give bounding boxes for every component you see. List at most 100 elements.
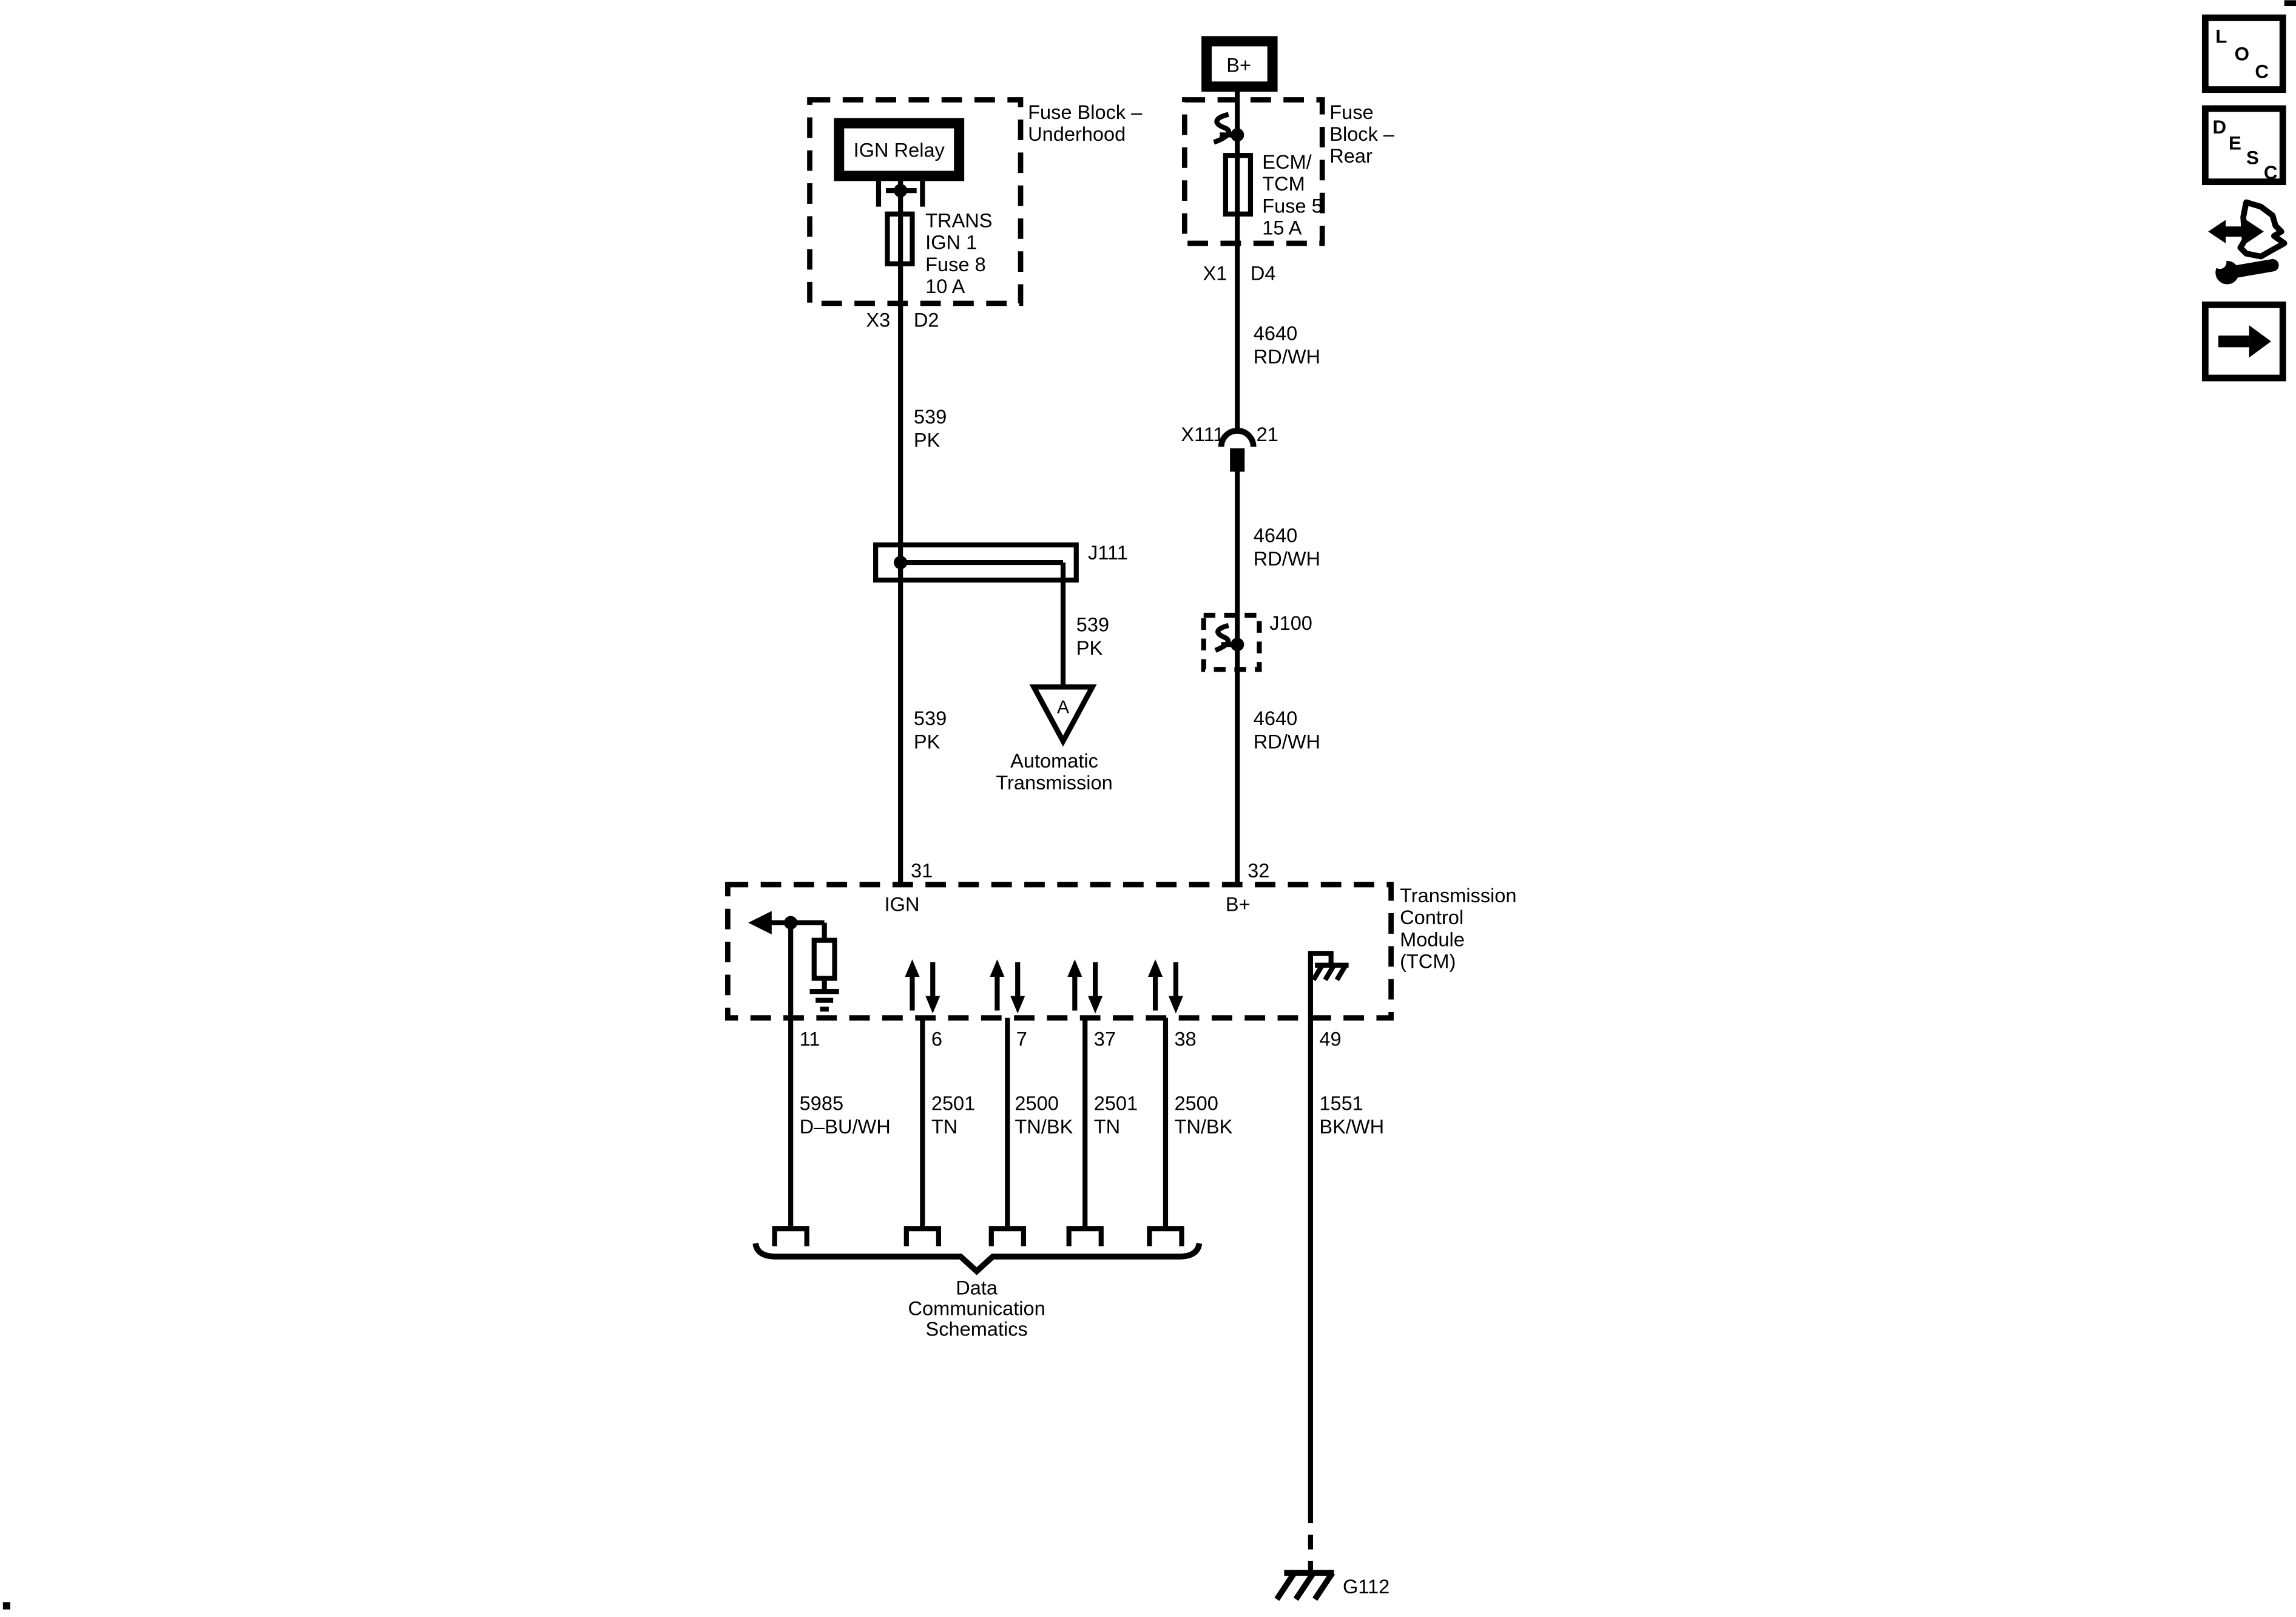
pin-label: 38 bbox=[1174, 1028, 1196, 1050]
fuse-block-rear: B+ Fuse Block – Rear ECM/ TCM Fuse 5 15 … bbox=[1181, 36, 1395, 885]
tcm-pin32-number: 32 bbox=[1248, 860, 1269, 882]
splice-j100-outline bbox=[1201, 612, 1262, 672]
offpage-automatic-transmission: A Automatic Transmission bbox=[996, 684, 1113, 794]
wire-539-branch-color: PK bbox=[1076, 637, 1103, 659]
tcm-title-1: Transmission bbox=[1400, 885, 1516, 906]
brace-note-2: Communication bbox=[908, 1297, 1045, 1319]
desc-letter: E bbox=[2229, 133, 2241, 154]
wire-label-circuit: 5985 bbox=[800, 1093, 843, 1115]
tcm-internal-data-arrows bbox=[905, 959, 1183, 1014]
internal-ground-symbol bbox=[809, 989, 839, 1012]
fuse-block-rear-label-2: Block – bbox=[1329, 123, 1395, 145]
wire-label-circuit: 1551 bbox=[1319, 1093, 1363, 1115]
splice-j111-outline bbox=[873, 542, 1079, 583]
wire-label-circuit: 2501 bbox=[931, 1093, 975, 1115]
battery-feed-box bbox=[1201, 36, 1278, 92]
wire-539-top-circuit: 539 bbox=[914, 406, 947, 428]
loc-letter: O bbox=[2235, 43, 2249, 64]
double-arrow-icon bbox=[2208, 220, 2264, 243]
fuse-block-clip-symbol bbox=[1213, 112, 1244, 145]
desc-icon[interactable] bbox=[2201, 105, 2286, 186]
pin-label: 37 bbox=[1094, 1028, 1116, 1050]
connector-x3-label: X3 bbox=[866, 309, 890, 331]
forward-arrow-icon bbox=[2218, 325, 2271, 358]
forward-button[interactable] bbox=[2201, 301, 2286, 382]
loc-button[interactable]: L O C bbox=[2201, 14, 2286, 93]
wire-label-color: TN bbox=[931, 1116, 957, 1138]
wire-539-bottom-circuit: 539 bbox=[914, 707, 947, 729]
wire-label-circuit: 2500 bbox=[1015, 1093, 1058, 1115]
fuse-trans-label-3: Fuse 8 bbox=[925, 254, 986, 275]
wire-4640-bottom-circuit: 4640 bbox=[1254, 707, 1297, 729]
brace-note-1: Data bbox=[956, 1277, 998, 1299]
fuse-trans-label-1: TRANS bbox=[925, 209, 992, 231]
tcm-bottom-wires: 11 6 7 37 38 49 5985 D–BU/WH 2501 TN 250… bbox=[752, 922, 1384, 1340]
sidebar-icons: L O C D E S C bbox=[2201, 14, 2288, 382]
fuse-block-rear-label-1: Fuse bbox=[1329, 101, 1373, 123]
wire-4640-top-circuit: 4640 bbox=[1254, 322, 1297, 344]
wire-label-color: D–BU/WH bbox=[800, 1116, 891, 1138]
fuse-trans-label-2: IGN 1 bbox=[925, 232, 977, 254]
tcm-pin31-number: 31 bbox=[911, 860, 933, 882]
tcm-title-3: Module bbox=[1400, 928, 1465, 950]
desc-letter: S bbox=[2246, 147, 2259, 169]
connector-x1-label: X1 bbox=[1203, 262, 1227, 284]
wire-label-circuit: 2500 bbox=[1174, 1093, 1218, 1115]
connector-d2-label: D2 bbox=[914, 309, 939, 331]
data-arrows-pin38 bbox=[1148, 959, 1183, 1014]
internal-arrow-left bbox=[748, 911, 772, 935]
fuse-ecm-label-2: TCM bbox=[1262, 173, 1305, 195]
wire-label-color: BK/WH bbox=[1319, 1116, 1384, 1138]
pin-label: 7 bbox=[1016, 1028, 1027, 1050]
desc-letter: D bbox=[2212, 116, 2226, 138]
loc-letter: C bbox=[2255, 61, 2269, 82]
offpage-triangle bbox=[1029, 684, 1097, 747]
page-corner-dot bbox=[2, 1602, 10, 1610]
loc-letter: L bbox=[2215, 25, 2227, 47]
relay-contact-symbol bbox=[876, 180, 925, 207]
fuse-block-rear-label-3: Rear bbox=[1329, 145, 1373, 167]
wire-label-color: TN/BK bbox=[1015, 1116, 1073, 1138]
fuse-block-underhood-label-1: Fuse Block – bbox=[1028, 101, 1143, 123]
inline-connector-x111: X111 21 bbox=[1181, 424, 1278, 472]
internal-resistor bbox=[811, 937, 837, 981]
chassis-ground-symbol bbox=[1274, 1570, 1335, 1601]
fuse-ecm-label-3: Fuse 5 bbox=[1262, 195, 1323, 217]
forward-icon-box[interactable] bbox=[2201, 301, 2286, 382]
ground-label: G112 bbox=[1343, 1576, 1389, 1598]
data-arrows-pin6 bbox=[905, 959, 940, 1014]
ign-wire-labels: 539 PK bbox=[914, 406, 947, 451]
loc-icon[interactable] bbox=[2201, 14, 2286, 93]
wire-539-top-color: PK bbox=[914, 429, 940, 451]
wrench-icon bbox=[2213, 255, 2279, 285]
page-corner-mark bbox=[2284, 0, 2296, 7]
fuse-ecm-label-1: ECM/ bbox=[1262, 151, 1312, 173]
wire-4640-top-color: RD/WH bbox=[1254, 346, 1320, 368]
splice-j100-label: J100 bbox=[1269, 612, 1312, 634]
connector-d4-label: D4 bbox=[1251, 262, 1276, 284]
repair-instructions-button[interactable] bbox=[2208, 199, 2288, 285]
splice-j100: J100 bbox=[1201, 612, 1312, 672]
fuse-trans-label-4: 10 A bbox=[925, 275, 965, 297]
fuse-block-underhood: Fuse Block – Underhood IGN Relay TRANS I… bbox=[807, 97, 1143, 885]
wire-4640-mid-circuit: 4640 bbox=[1254, 524, 1297, 546]
desc-letter: C bbox=[2264, 162, 2278, 183]
data-wires-brace bbox=[752, 1243, 1203, 1275]
connector-x111-pin: 21 bbox=[1257, 424, 1278, 445]
tcm-title-2: Control bbox=[1400, 906, 1464, 928]
splice-j111-label: J111 bbox=[1088, 542, 1128, 564]
ground-run-g112: G112 bbox=[1274, 1018, 1389, 1601]
ign-relay-box bbox=[834, 118, 965, 181]
pin-label: 6 bbox=[931, 1028, 942, 1050]
fuse-ecm-label-4: 15 A bbox=[1262, 217, 1302, 239]
fuse-ecm-tcm-symbol bbox=[1223, 153, 1254, 217]
brace-note-3: Schematics bbox=[925, 1318, 1027, 1340]
repair-outline-icon bbox=[2237, 199, 2288, 260]
fuse-trans-ign1-symbol bbox=[885, 211, 915, 266]
desc-button[interactable]: D E S C bbox=[2201, 105, 2286, 186]
tcm-internal-pin11-circuit bbox=[748, 911, 839, 1012]
wire-label-circuit: 2501 bbox=[1094, 1093, 1138, 1115]
connector-x111-label: X111 bbox=[1181, 424, 1224, 445]
wire-label-color: TN/BK bbox=[1174, 1116, 1232, 1138]
